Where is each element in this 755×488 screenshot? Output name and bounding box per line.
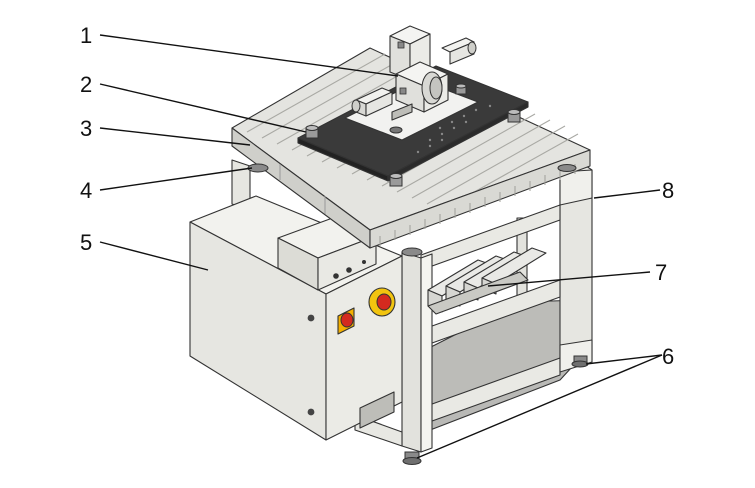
label-4: 4 [80, 178, 92, 203]
part-labels: 1 2 3 4 5 6 7 8 [80, 23, 674, 369]
label-6: 6 [662, 344, 674, 369]
emergency-stop-button [368, 287, 396, 317]
frame [231, 159, 593, 453]
label-3: 3 [80, 116, 92, 141]
plate-bolt [305, 125, 319, 139]
red-push-button [337, 307, 355, 335]
test-device [351, 25, 477, 121]
actuator-cylinder [351, 87, 393, 117]
control-cabinet [189, 195, 403, 441]
plate-bolt [507, 109, 521, 123]
actuator-cylinder [441, 37, 477, 65]
plate-bolt [389, 173, 403, 187]
plate-bolt [455, 83, 467, 95]
label-2: 2 [80, 72, 92, 97]
shelf-bars [427, 247, 547, 315]
label-7: 7 [655, 260, 667, 285]
plate-bolt [389, 126, 403, 134]
control-led [362, 260, 366, 264]
control-knob [346, 267, 352, 273]
label-1: 1 [80, 23, 92, 48]
label-5: 5 [80, 230, 92, 255]
cabinet-screw [307, 314, 315, 322]
frame-front-post [401, 251, 422, 453]
control-knob [333, 273, 339, 279]
leader-lines [99, 34, 663, 459]
cabinet-screw [307, 408, 315, 416]
label-8: 8 [662, 178, 674, 203]
leveling-feet [402, 355, 589, 465]
